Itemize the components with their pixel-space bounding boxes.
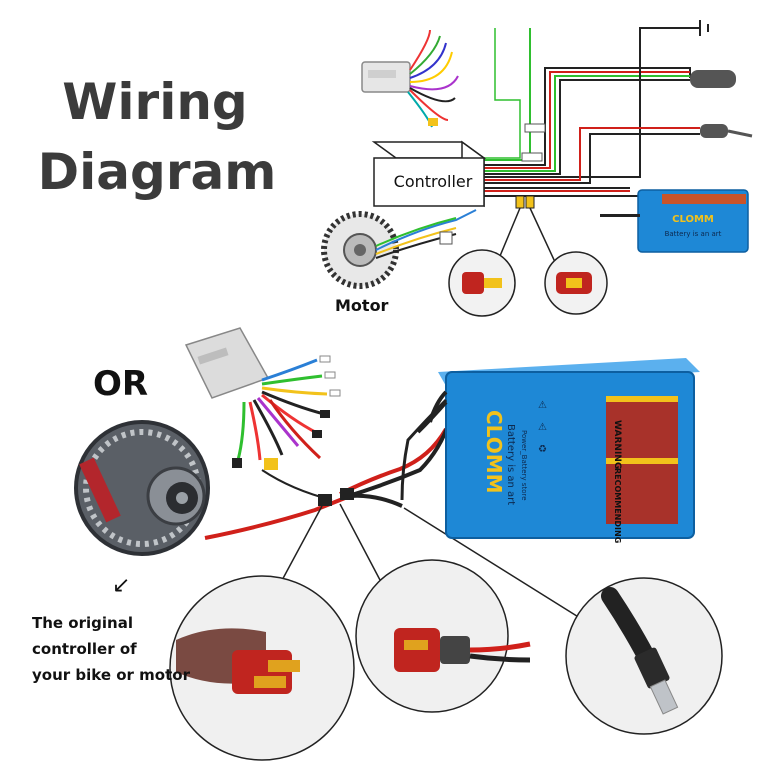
top-wires xyxy=(482,20,709,197)
note-line: controller of xyxy=(32,640,137,658)
t-plug-female-closeup xyxy=(355,559,531,713)
note-line: your bike or motor xyxy=(32,666,190,684)
dc-cable xyxy=(400,398,448,501)
brake-lever-icon xyxy=(700,124,753,138)
title-line2: Diagram xyxy=(37,143,277,201)
dc-barrel-plug-closeup xyxy=(565,577,723,735)
t-plug-male-closeup-small xyxy=(448,249,516,317)
svg-text:⚠: ⚠ xyxy=(538,422,547,433)
or-label: OR xyxy=(93,364,149,404)
battery-cert-icons: ⚠ ⚠ ♻ xyxy=(538,400,547,455)
original-controller-note: The original controller of your bike or … xyxy=(32,610,202,688)
bottom-battery-warning: WARNING xyxy=(612,420,622,469)
title-line1: Wiring xyxy=(62,73,248,131)
svg-text:⚠: ⚠ xyxy=(538,400,547,411)
resistor-icon xyxy=(521,152,543,162)
xt60-connector-icon xyxy=(525,195,535,209)
top-battery xyxy=(600,189,749,253)
bottom-controller-image xyxy=(184,327,341,470)
resistor-icon xyxy=(524,123,546,133)
splitter-junction xyxy=(340,488,354,500)
bottom-battery-recommending: RECOMMENDING xyxy=(613,468,622,543)
alternator-motor-image xyxy=(74,420,210,556)
main-cables xyxy=(204,419,452,540)
xt60-connector-icon xyxy=(515,195,525,209)
splitter-junction xyxy=(318,494,332,506)
bottom-battery-brand: CLOMM xyxy=(482,410,506,494)
svg-text:♻: ♻ xyxy=(538,444,547,455)
bottom-battery-tagline: Battery is an art xyxy=(505,424,516,505)
callout-lines xyxy=(279,503,581,619)
small-controller-image xyxy=(361,29,459,128)
controller-label: Controller xyxy=(393,172,473,191)
bottom-battery xyxy=(438,358,700,539)
note-line: The original xyxy=(32,614,133,632)
controller-box xyxy=(371,140,487,208)
motor-label: Motor xyxy=(335,296,389,315)
arrow-down-left-icon: ↙ xyxy=(112,572,131,597)
t-plug-male-closeup xyxy=(169,575,355,761)
battery-cables xyxy=(416,390,448,434)
t-plug-female-closeup-small xyxy=(544,251,608,315)
top-battery-brand: CLOMM xyxy=(672,214,714,225)
top-battery-tagline: Battery is an art xyxy=(665,230,722,238)
bottom-battery-sub: Power_Battery store xyxy=(520,430,528,501)
hall-connector-icon xyxy=(439,231,453,245)
hub-motor-image xyxy=(321,211,399,289)
throttle-grip-icon xyxy=(690,70,736,88)
